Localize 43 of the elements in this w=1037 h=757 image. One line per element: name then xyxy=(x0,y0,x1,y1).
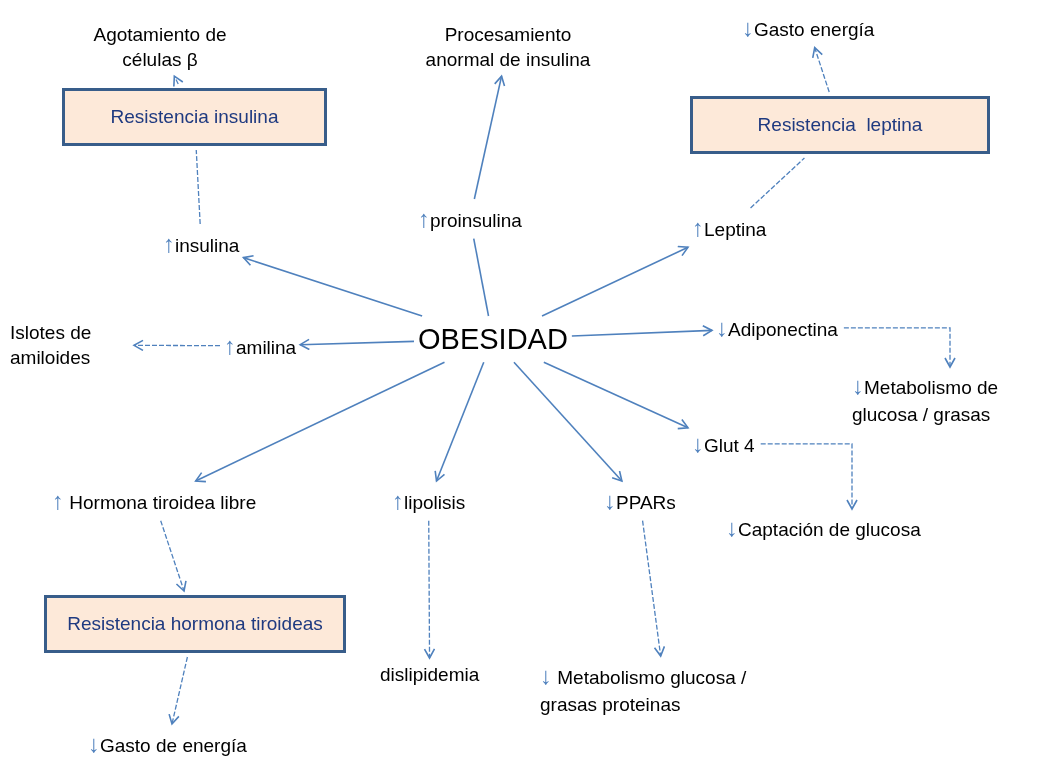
arrow xyxy=(760,443,858,510)
arrow xyxy=(571,325,713,337)
node-label: ↓Adiponectina xyxy=(716,313,838,343)
process-box xyxy=(62,88,327,146)
arrow xyxy=(133,339,221,352)
arrow xyxy=(299,338,415,351)
node-label: Islotes de amiloides xyxy=(10,321,93,371)
node-label: ↑Leptina xyxy=(692,213,767,243)
node-label: ↓PPARs xyxy=(604,486,676,516)
arrow xyxy=(513,361,623,482)
node-label: ↓Glut 4 xyxy=(692,429,755,459)
node-label: ↓Metabolismo de glucosa / grasas xyxy=(852,371,1000,427)
node-label: ↓Gasto de energía xyxy=(88,729,247,757)
node-label: ↑proinsulina xyxy=(418,204,522,234)
node-label: ↓Gasto energía xyxy=(742,13,875,43)
central-label: OBESIDAD xyxy=(418,322,568,357)
process-box xyxy=(690,96,990,154)
process-box xyxy=(44,595,346,653)
box-label: Resistencia leptina xyxy=(757,112,923,137)
arrow xyxy=(168,656,189,725)
node-label: dislipidemia xyxy=(380,663,480,687)
node-label: ↓ Metabolismo glucosa / grasas proteinas xyxy=(540,661,748,717)
arrow xyxy=(423,520,436,659)
arrow xyxy=(543,361,689,430)
arrow xyxy=(173,75,184,88)
node-label: ↑lipolisis xyxy=(392,486,466,516)
arrow xyxy=(541,245,689,317)
node-label: Procesamiento anormal de insulina xyxy=(424,23,592,73)
arrow xyxy=(843,327,956,368)
node-label: ↑amilina xyxy=(224,331,297,361)
box-label: Resistencia insulina xyxy=(110,104,279,129)
arrow xyxy=(473,75,506,200)
arrow xyxy=(194,361,446,483)
node-label: Agotamiento de células β xyxy=(92,23,228,73)
arrow xyxy=(242,254,423,317)
node-label: ↓Captación de glucosa xyxy=(726,513,921,543)
arrow xyxy=(811,46,830,93)
box-label: Resistencia hormona tiroideas xyxy=(67,611,323,636)
node-label: ↑ Hormona tiroidea libre xyxy=(52,486,257,516)
arrow xyxy=(160,520,187,592)
arrow xyxy=(641,520,666,657)
arrow xyxy=(434,361,485,482)
node-label: ↑insulina xyxy=(163,229,240,259)
